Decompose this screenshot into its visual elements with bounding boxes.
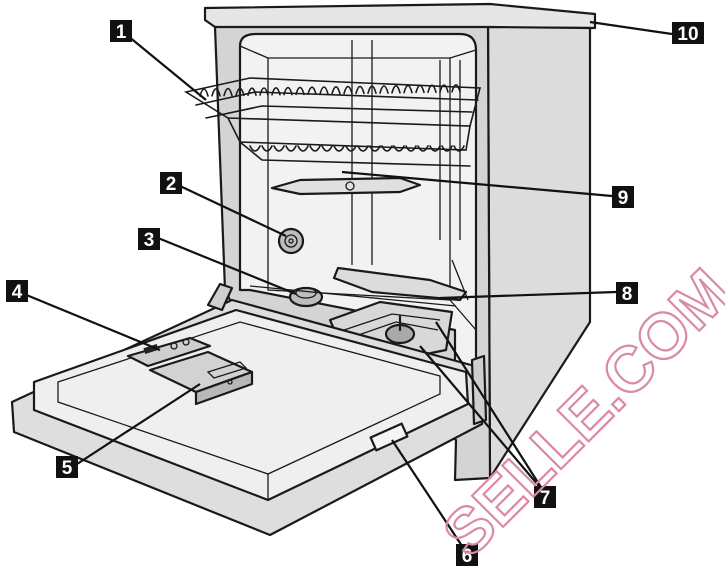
water-hardness-dial bbox=[277, 227, 305, 255]
leader-lines bbox=[23, 20, 673, 553]
callout-2: 2 bbox=[160, 172, 182, 195]
callout-1-label: 1 bbox=[116, 22, 127, 43]
callout-6: 6 bbox=[456, 544, 478, 567]
callout-8: 8 bbox=[616, 282, 638, 305]
callout-4: 4 bbox=[6, 280, 28, 303]
callout-3-label: 3 bbox=[144, 230, 155, 251]
worktop bbox=[203, 2, 597, 30]
leader-5 bbox=[73, 383, 201, 467]
detergent-dispenser bbox=[148, 350, 254, 406]
leader-9 bbox=[341, 170, 613, 198]
leader-1 bbox=[127, 35, 207, 101]
callout-5: 5 bbox=[56, 456, 78, 479]
callout-9: 9 bbox=[612, 186, 634, 209]
leader-6 bbox=[391, 439, 467, 553]
callout-7-label: 7 bbox=[540, 488, 551, 509]
callout-8-label: 8 bbox=[622, 284, 633, 305]
leader-10 bbox=[589, 20, 673, 36]
callout-4-label: 4 bbox=[12, 282, 23, 303]
leader-4 bbox=[23, 292, 161, 352]
leader-3 bbox=[157, 236, 297, 296]
callout-6-label: 6 bbox=[462, 546, 473, 567]
callout-7: 7 bbox=[534, 486, 556, 509]
leader-8 bbox=[439, 290, 617, 300]
callout-9-label: 9 bbox=[618, 188, 629, 209]
leader-2 bbox=[179, 185, 287, 237]
upper-spray-arm bbox=[270, 176, 422, 196]
upper-basket bbox=[183, 77, 482, 167]
callout-10: 10 bbox=[672, 22, 704, 45]
callout-3: 3 bbox=[138, 228, 160, 251]
leader-7b bbox=[435, 321, 545, 493]
callout-5-label: 5 bbox=[62, 458, 73, 479]
rinse-aid-dispenser bbox=[126, 336, 212, 368]
lower-spray-arm bbox=[332, 259, 469, 302]
rating-plate bbox=[369, 422, 409, 452]
callout-1: 1 bbox=[110, 20, 132, 43]
callout-10-label: 10 bbox=[677, 24, 698, 45]
callout-2-label: 2 bbox=[166, 174, 177, 195]
leader-7a bbox=[419, 345, 545, 493]
